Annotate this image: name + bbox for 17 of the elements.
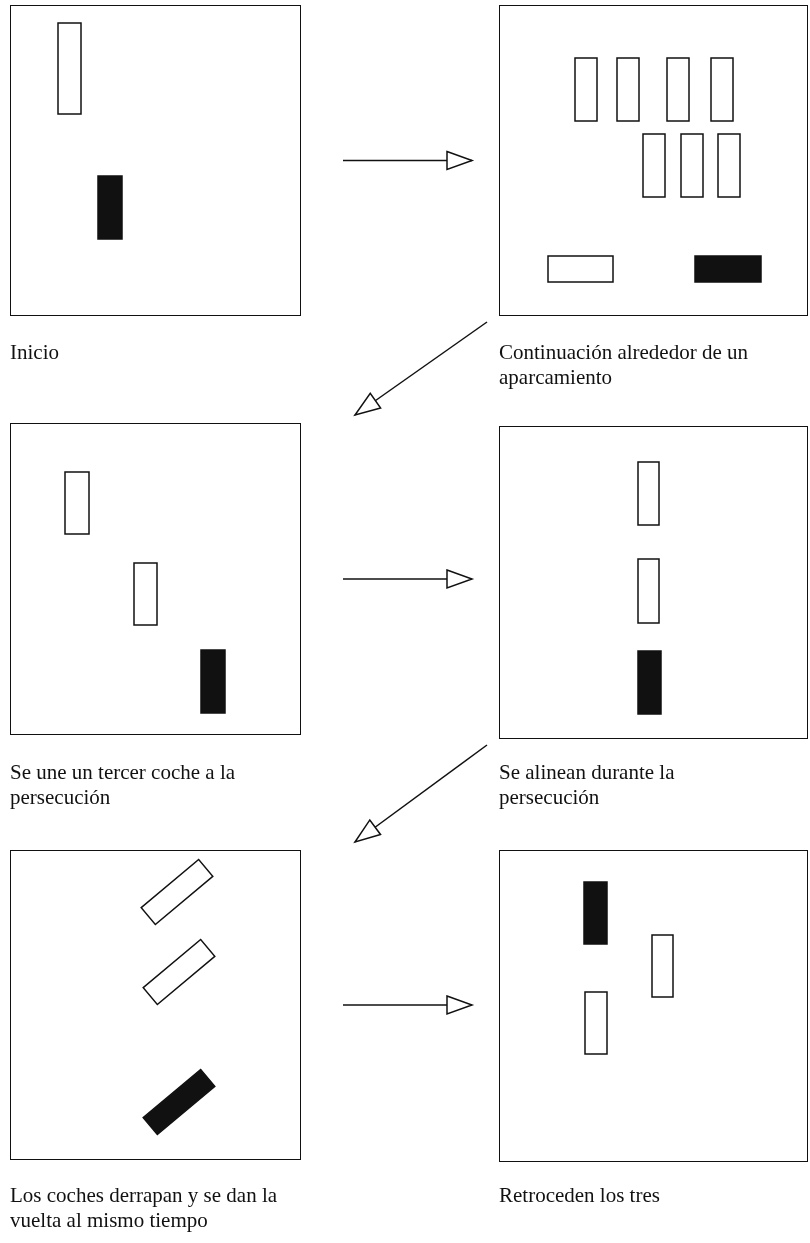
arrow — [354, 321, 488, 416]
panel-caption: Se alinean durante la persecución — [499, 760, 676, 810]
panel-caption: Se une un tercer coche a la persecución — [10, 760, 237, 810]
scene-panel — [499, 850, 808, 1162]
arrow — [342, 150, 473, 171]
panel-caption: Los coches derrapan y se dan la vuelta al mismo tiempo — [10, 1183, 279, 1233]
panel-caption: Continuación alrededor de un aparcamiento — [499, 340, 749, 390]
scene-panel — [10, 850, 301, 1160]
panel-caption: Inicio — [10, 340, 60, 365]
scene-panel — [10, 5, 301, 316]
panel-caption: Retroceden los tres — [499, 1183, 661, 1208]
arrow — [342, 569, 473, 589]
scene-panel — [499, 5, 808, 316]
arrow — [342, 995, 473, 1015]
scene-panel — [499, 426, 808, 739]
arrow — [354, 744, 488, 843]
scene-panel — [10, 423, 301, 735]
